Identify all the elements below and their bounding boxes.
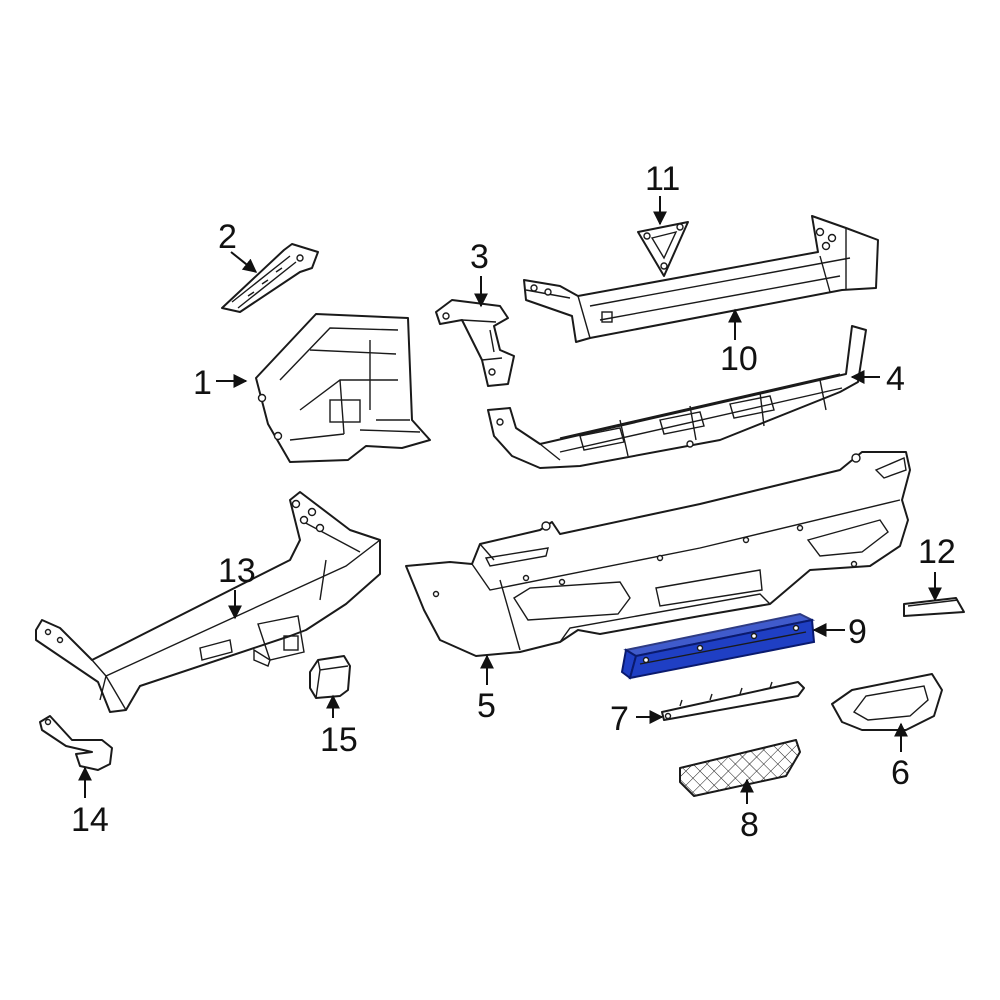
part-9-step-pad[interactable] xyxy=(620,612,816,680)
callout-15: 15 xyxy=(320,721,358,759)
part-5-bumper-cover[interactable] xyxy=(405,451,911,657)
callout-1: 1 xyxy=(193,364,212,402)
part-15-connector[interactable] xyxy=(309,655,351,699)
callout-14: 14 xyxy=(71,801,109,839)
callout-3: 3 xyxy=(470,238,489,276)
part-14-hook-bracket[interactable] xyxy=(39,715,113,771)
callout-9: 9 xyxy=(848,613,867,651)
part-7-lower-strip[interactable] xyxy=(661,681,805,721)
callout-6: 6 xyxy=(891,754,910,792)
callout-5: 5 xyxy=(477,687,496,725)
part-3-mounting-bracket[interactable] xyxy=(435,299,515,387)
part-12-trim-piece[interactable] xyxy=(903,597,965,617)
callout-4: 4 xyxy=(886,360,905,398)
part-13-hitch-receiver[interactable] xyxy=(35,491,381,713)
callout-7: 7 xyxy=(610,700,629,738)
callout-10: 10 xyxy=(720,340,758,378)
part-6-bezel[interactable] xyxy=(831,673,943,731)
part-8-grille[interactable] xyxy=(679,739,801,797)
callout-13: 13 xyxy=(218,552,256,590)
leader-arrows xyxy=(78,196,942,804)
leader-2 xyxy=(230,251,258,273)
callout-8: 8 xyxy=(740,806,759,844)
callout-12: 12 xyxy=(918,533,956,571)
part-11-triangle-bracket[interactable] xyxy=(637,221,689,277)
callout-2: 2 xyxy=(218,218,237,256)
part-1-corner-bracket[interactable] xyxy=(255,313,431,463)
callout-11: 11 xyxy=(645,160,680,198)
part-2-bracket[interactable] xyxy=(221,243,319,313)
part-10-reinforcement-bar[interactable] xyxy=(523,215,879,343)
part-4-bumper-support[interactable] xyxy=(487,325,867,469)
